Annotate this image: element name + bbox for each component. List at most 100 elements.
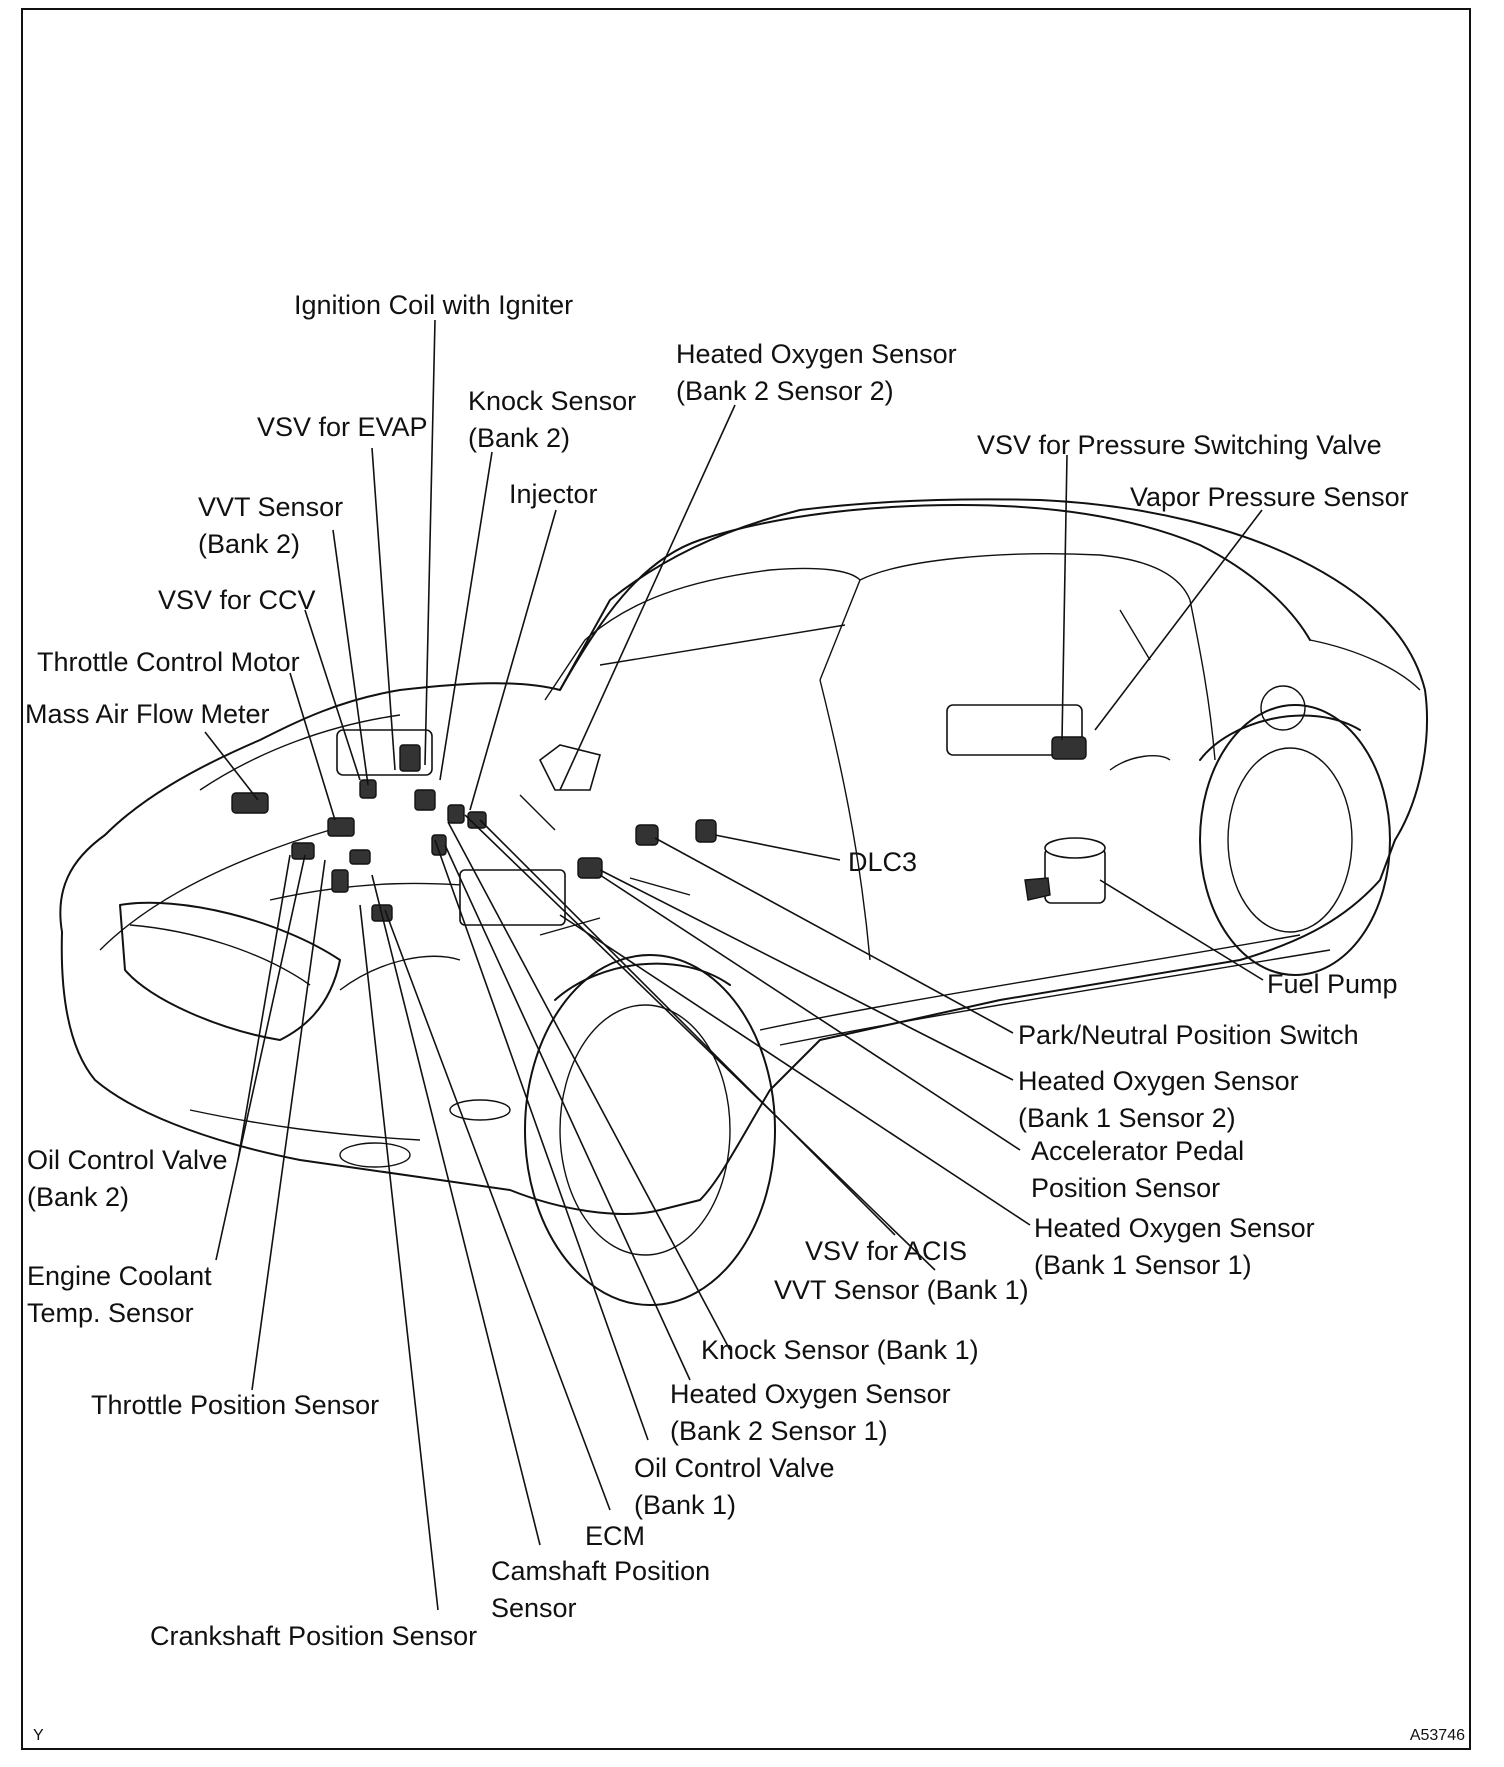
label-line: DLC3 — [848, 847, 917, 877]
label-line: VSV for CCV — [158, 585, 316, 615]
label-throttle-motor: Throttle Control Motor — [37, 647, 300, 677]
leader-dlc3 — [714, 834, 841, 861]
leader-vvt-b1 — [464, 814, 936, 1271]
label-ho2s-b1s2: Heated Oxygen Sensor (Bank 1 Sensor 2) — [1018, 1066, 1306, 1133]
label-line: Engine Coolant — [27, 1261, 212, 1291]
leader-ect-sensor — [215, 854, 306, 1261]
label-line: (Bank 2) — [198, 529, 300, 559]
label-line: VSV for ACIS — [805, 1236, 967, 1266]
label-vvt-b2: VVT Sensor (Bank 2) — [198, 492, 351, 559]
label-vapor-pressure: Vapor Pressure Sensor — [1130, 482, 1409, 512]
leader-vsv-psv — [1061, 454, 1068, 741]
leader-ocv-b2 — [237, 854, 291, 1161]
label-line: ECM — [585, 1521, 645, 1551]
label-line: Oil Control Valve — [27, 1145, 228, 1175]
leader-vapor-pressure — [1094, 509, 1263, 731]
label-line: (Bank 2) — [27, 1182, 129, 1212]
label-ect-sensor: Engine Coolant Temp. Sensor — [27, 1261, 219, 1328]
label-vsv-ccv: VSV for CCV — [158, 585, 316, 615]
label-line: Oil Control Valve — [634, 1453, 835, 1483]
label-vvt-b1: VVT Sensor (Bank 1) — [774, 1275, 1029, 1305]
leader-ignition-coil — [424, 319, 436, 766]
label-line: (Bank 2 Sensor 1) — [670, 1416, 888, 1446]
label-line: Throttle Control Motor — [37, 647, 300, 677]
label-line: VVT Sensor — [198, 492, 343, 522]
label-line: VSV for Pressure Switching Valve — [977, 430, 1382, 460]
label-line: Heated Oxygen Sensor — [670, 1379, 951, 1409]
leader-vsv-acis — [479, 819, 896, 1236]
label-ho2s-b2s1: Heated Oxygen Sensor (Bank 2 Sensor 1) — [670, 1379, 958, 1446]
label-line: Temp. Sensor — [27, 1298, 194, 1328]
leader-maf — [204, 731, 259, 801]
label-fuel-pump: Fuel Pump — [1267, 969, 1398, 999]
label-tps: Throttle Position Sensor — [91, 1390, 379, 1420]
label-line: Position Sensor — [1031, 1173, 1220, 1203]
label-line: Heated Oxygen Sensor — [676, 339, 957, 369]
label-ckp-sensor: Crankshaft Position Sensor — [150, 1621, 477, 1651]
label-vsv-evap: VSV for EVAP — [257, 412, 428, 442]
label-cmp-sensor: Camshaft Position Sensor — [491, 1556, 718, 1623]
leader-cmp-sensor — [371, 874, 541, 1546]
leader-app-sensor — [599, 874, 1021, 1151]
label-line: (Bank 1 Sensor 2) — [1018, 1103, 1236, 1133]
label-ecm: ECM — [585, 1521, 645, 1551]
label-line: (Bank 1 Sensor 1) — [1034, 1250, 1252, 1280]
leader-fuel-pump — [1099, 879, 1264, 981]
label-ho2s-b2s2: Heated Oxygen Sensor (Bank 2 Sensor 2) — [676, 339, 964, 406]
label-knock-b2: Knock Sensor (Bank 2) — [468, 386, 644, 453]
label-vsv-acis: VSV for ACIS — [805, 1236, 967, 1266]
label-line: Vapor Pressure Sensor — [1130, 482, 1409, 512]
leader-vvt-b2 — [332, 529, 369, 786]
label-knock-b1: Knock Sensor (Bank 1) — [701, 1335, 979, 1365]
leader-knock-b2 — [439, 451, 493, 781]
label-app-sensor: Accelerator Pedal Position Sensor — [1031, 1136, 1252, 1203]
label-line: Heated Oxygen Sensor — [1034, 1213, 1315, 1243]
label-ho2s-b1s1: Heated Oxygen Sensor (Bank 1 Sensor 1) — [1034, 1213, 1322, 1280]
label-line: (Bank 1) — [634, 1490, 736, 1520]
leader-ho2s-b2s2 — [559, 404, 736, 791]
label-line: Knock Sensor — [468, 386, 636, 416]
label-line: Mass Air Flow Meter — [25, 699, 270, 729]
leader-ecm — [384, 909, 611, 1511]
leader-ho2s-b2s1 — [444, 844, 691, 1381]
label-line: (Bank 2) — [468, 423, 570, 453]
label-line: VVT Sensor (Bank 1) — [774, 1275, 1029, 1305]
leader-ho2s-b1s2 — [599, 869, 1014, 1081]
leader-throttle-motor — [289, 672, 336, 821]
leader-ckp-sensor — [359, 904, 439, 1611]
car-illustration — [59, 498, 1428, 1306]
label-line: Throttle Position Sensor — [91, 1390, 379, 1420]
label-vsv-psv: VSV for Pressure Switching Valve — [977, 430, 1382, 460]
leader-ho2s-b1s1 — [559, 914, 1031, 1226]
label-ignition-coil: Ignition Coil with Igniter — [294, 290, 573, 320]
label-line: Injector — [509, 479, 598, 509]
label-line: Heated Oxygen Sensor — [1018, 1066, 1299, 1096]
label-line: Accelerator Pedal — [1031, 1136, 1244, 1166]
label-line: Park/Neutral Position Switch — [1018, 1020, 1359, 1050]
label-maf: Mass Air Flow Meter — [25, 699, 270, 729]
leader-pnp-switch — [654, 837, 1014, 1034]
label-line: Knock Sensor (Bank 1) — [701, 1335, 979, 1365]
label-line: Sensor — [491, 1593, 577, 1623]
diagram-frame — [21, 8, 1471, 1750]
corner-code-left: Y — [33, 1727, 44, 1744]
leader-vsv-ccv — [304, 609, 361, 781]
label-line: Camshaft Position — [491, 1556, 710, 1586]
label-line: (Bank 2 Sensor 2) — [676, 376, 894, 406]
label-line: Fuel Pump — [1267, 969, 1398, 999]
leader-ocv-b1 — [434, 839, 649, 1441]
label-dlc3: DLC3 — [848, 847, 917, 877]
label-line: Crankshaft Position Sensor — [150, 1621, 477, 1651]
leader-vsv-evap — [371, 447, 396, 771]
label-line: VSV for EVAP — [257, 412, 428, 442]
figure-id: A53746 — [1410, 1727, 1465, 1744]
label-ocv-b2: Oil Control Valve (Bank 2) — [27, 1145, 235, 1212]
leader-injector — [469, 509, 557, 811]
label-pnp-switch: Park/Neutral Position Switch — [1018, 1020, 1359, 1050]
label-line: Ignition Coil with Igniter — [294, 290, 573, 320]
leader-lines — [204, 319, 1264, 1611]
label-injector: Injector — [509, 479, 598, 509]
leader-tps — [251, 859, 326, 1391]
